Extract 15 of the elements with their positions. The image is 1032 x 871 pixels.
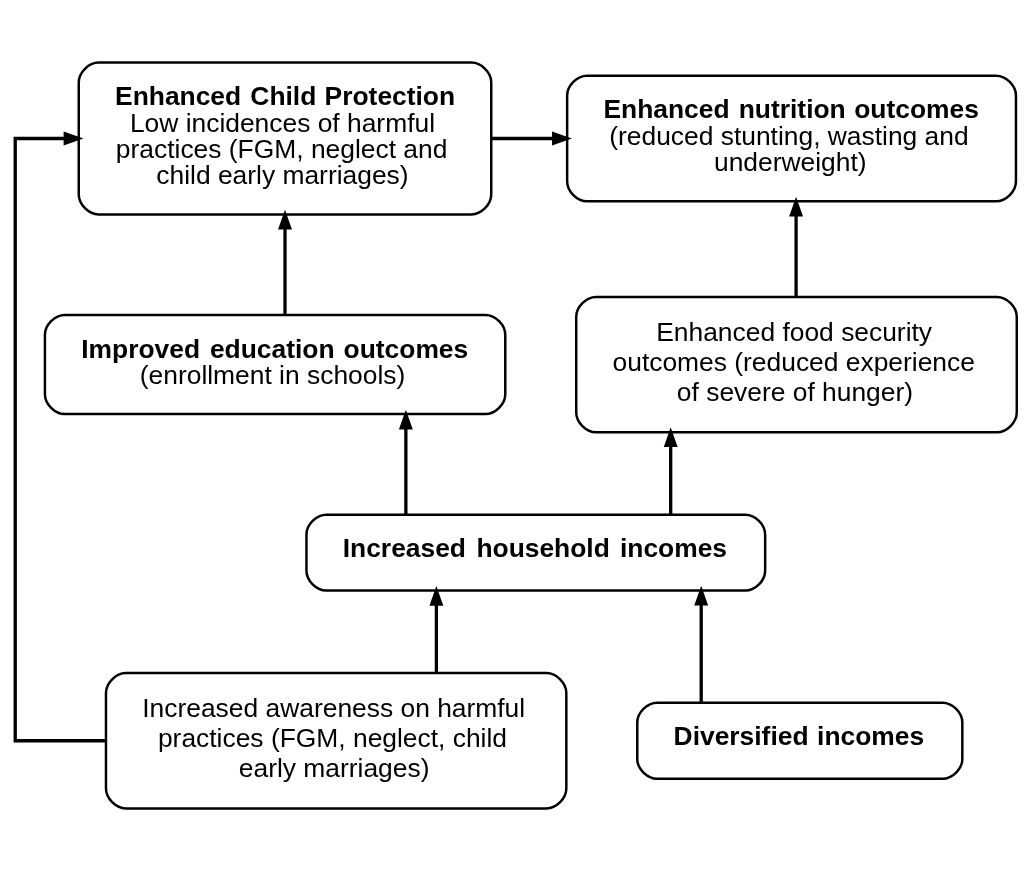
arrow	[13, 131, 106, 743]
node-box: Increased awareness on harmful practices (FGM, neglect, child early marriages)	[104, 671, 568, 810]
node-box: Increased household incomes	[305, 513, 767, 592]
arrow	[278, 209, 292, 315]
arrow	[694, 585, 709, 703]
arrow	[429, 585, 444, 673]
arrow	[663, 427, 678, 515]
arrow	[398, 409, 413, 515]
arrow	[491, 131, 572, 146]
node-box: Enhanced nutrition outcomes (reduced stunting, wasting and underweight)	[565, 74, 1018, 203]
node-box: Improved education outcomes (enrollment in schools)	[43, 313, 507, 416]
arrow	[789, 196, 804, 297]
node-box: Enhanced food security outcomes (reduced experience of severe of hunger)	[575, 295, 1018, 434]
node-box: Diversified incomes	[636, 701, 964, 780]
node-box: Enhanced Child Protection Low incidences of harmful practices (FGM, neglect and child early marriages)	[77, 61, 493, 216]
